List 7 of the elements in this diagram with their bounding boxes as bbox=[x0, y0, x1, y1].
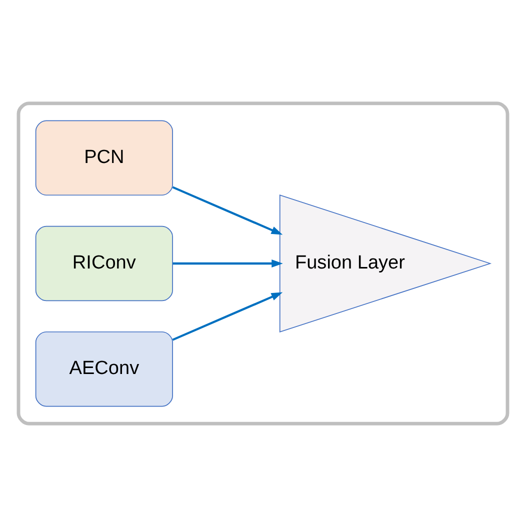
arrow bbox=[172, 186, 283, 235]
node-box: RIConv bbox=[35, 226, 173, 302]
node-box: AEConv bbox=[35, 331, 173, 407]
arrow bbox=[172, 292, 283, 341]
arrow bbox=[172, 260, 283, 268]
cluster bbox=[16, 102, 510, 426]
node-box: PCN bbox=[35, 120, 173, 196]
